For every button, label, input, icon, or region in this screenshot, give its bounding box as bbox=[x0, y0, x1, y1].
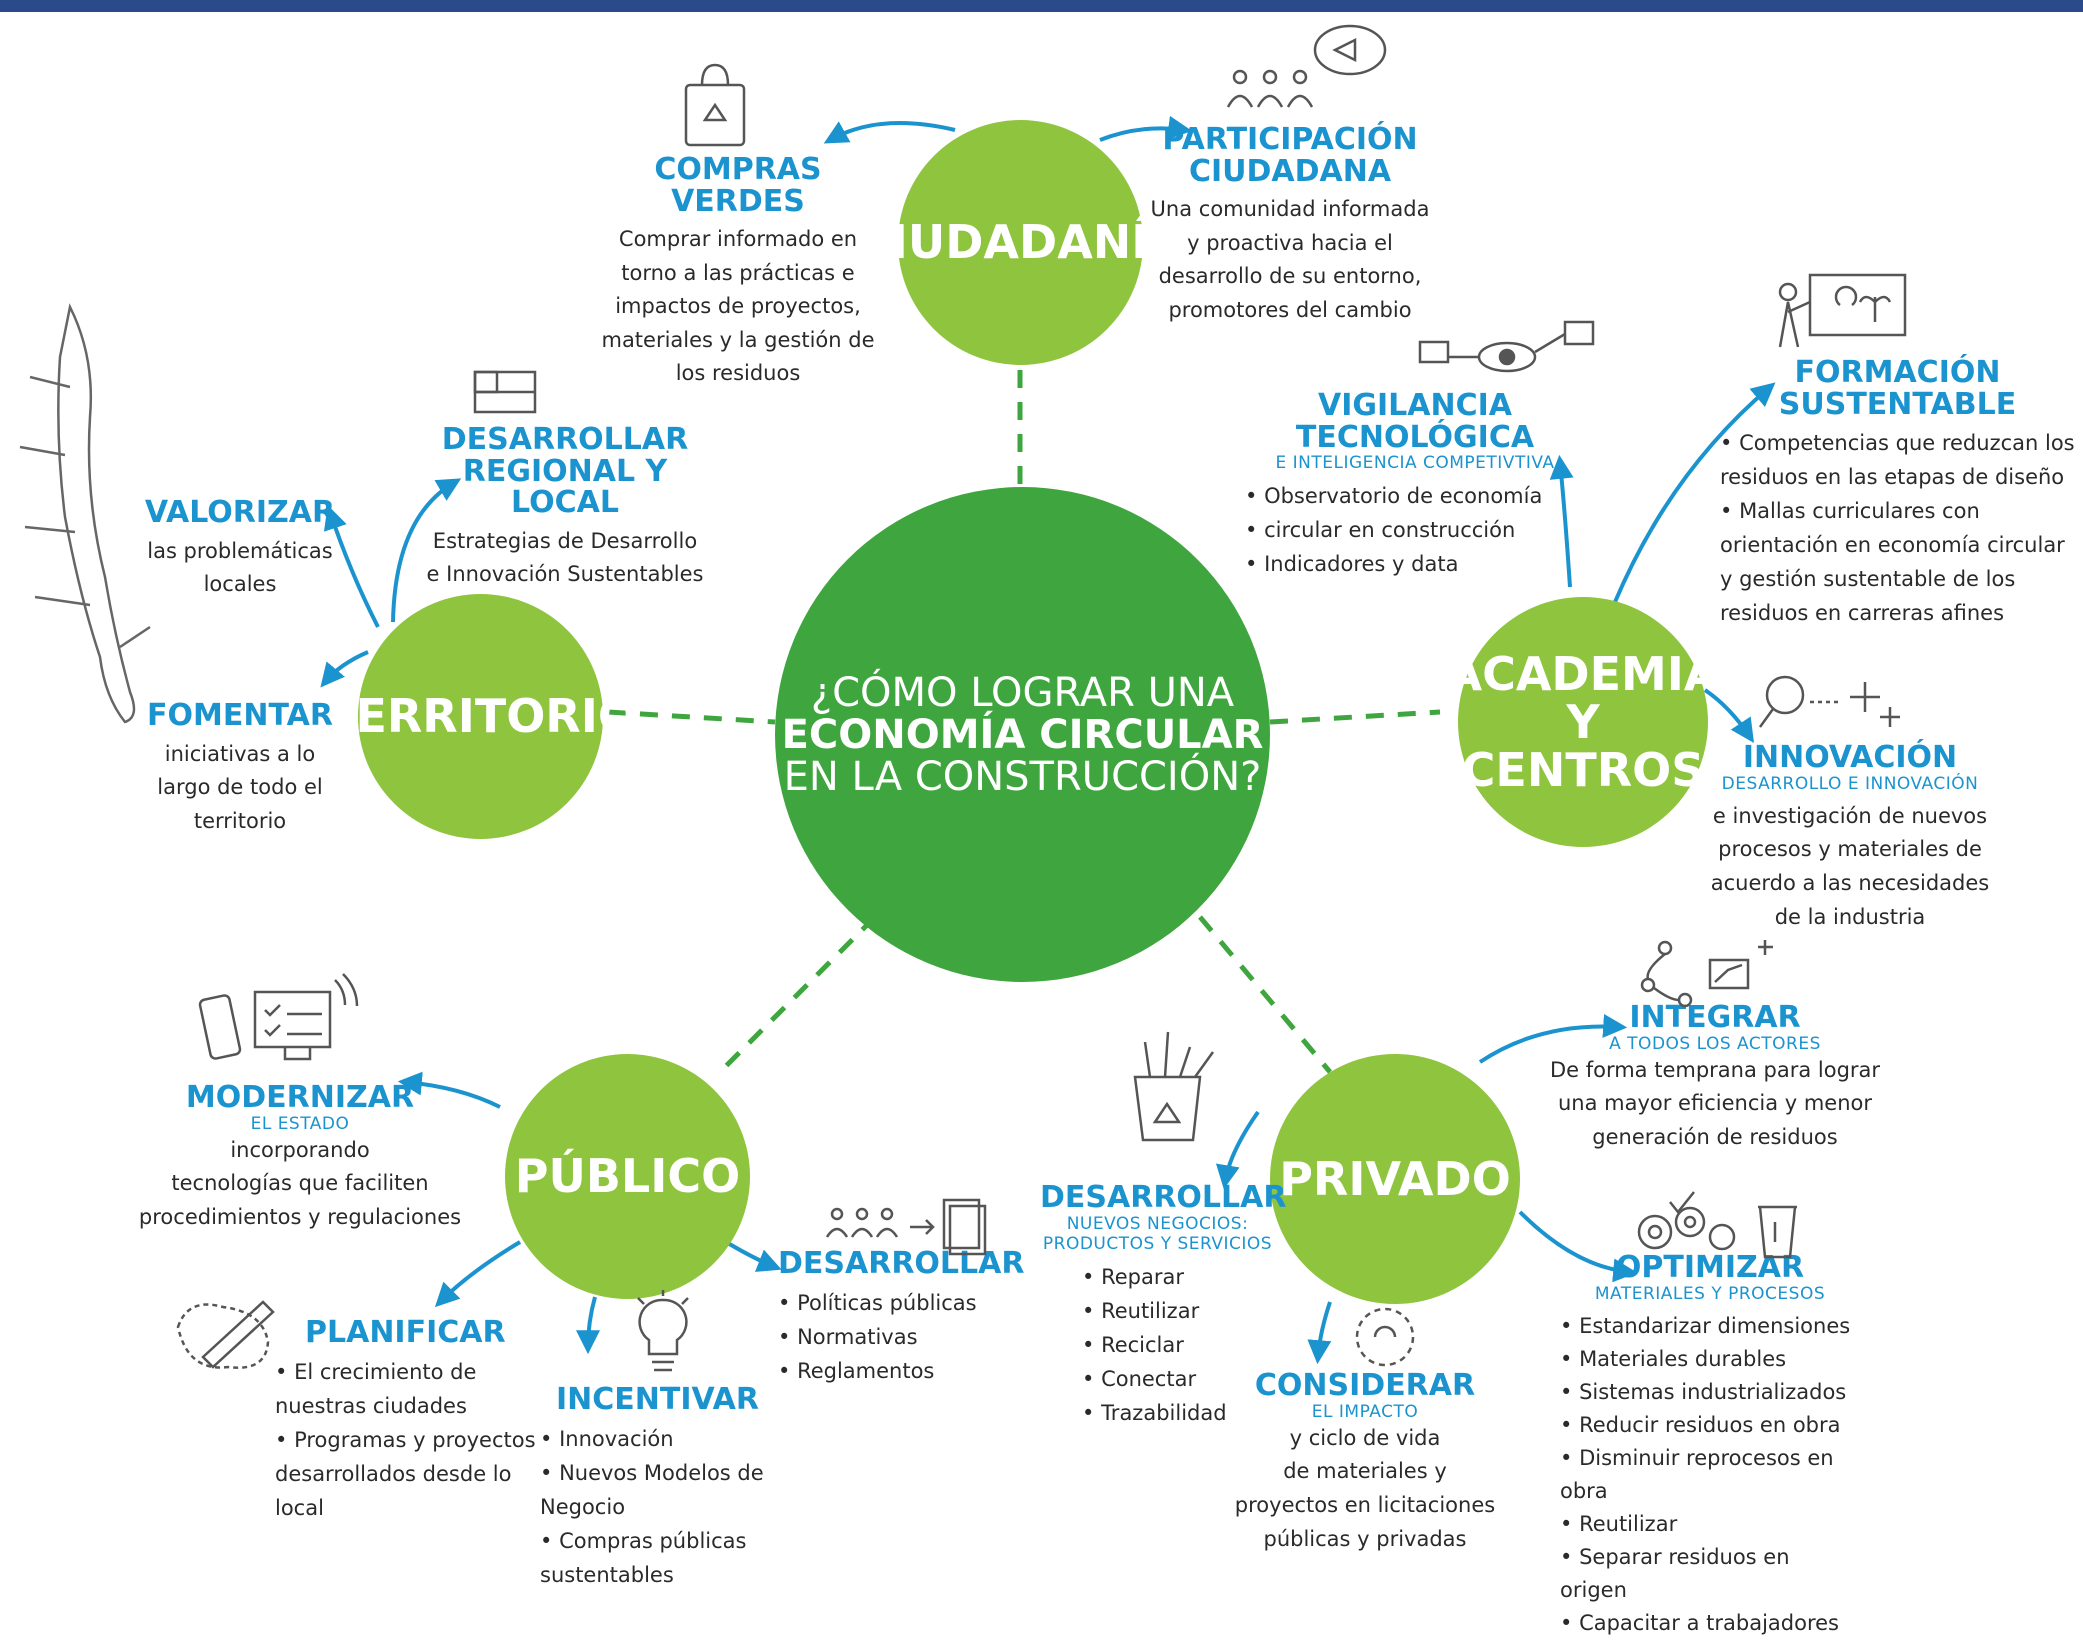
link-publico bbox=[718, 915, 877, 1074]
arrow-considerar bbox=[1307, 1301, 1332, 1365]
link-territorio bbox=[607, 709, 776, 725]
diagram-stage: ¿CÓMO LOGRAR UNA ECONOMÍA CIRCULAR EN LA… bbox=[0, 12, 2083, 1635]
lightbulb-icon bbox=[628, 1290, 698, 1385]
teacher-board-icon bbox=[1770, 267, 1910, 352]
compras-verdes-text: Comprar informado en torno a las práctic… bbox=[601, 227, 875, 386]
fomentar-block: FOMENTAR iniciativas a lo largo de todo … bbox=[147, 698, 333, 833]
vigilancia-block: VIGILANCIA TECNOLÓGICA E INTELIGENCIA CO… bbox=[1245, 390, 1585, 581]
arrow-negocios bbox=[1215, 1110, 1260, 1190]
center-question: ¿CÓMO LOGRAR UNA ECONOMÍA CIRCULAR EN LA… bbox=[775, 487, 1270, 982]
people-documents-icon bbox=[822, 1192, 987, 1257]
link-academia bbox=[1269, 709, 1441, 725]
formacion-block: FORMACIÓN SUSTENTABLE Competencias que r… bbox=[1720, 357, 2075, 630]
hub-academia: ACADEMIA Y CENTROS bbox=[1446, 597, 1720, 847]
planificar-block: PLANIFICAR El crecimiento de nuestras ci… bbox=[275, 1317, 545, 1525]
arrow-optimizar bbox=[1518, 1210, 1638, 1283]
link-privado bbox=[1198, 915, 1332, 1074]
desarrollar-negocios-block: DESARROLLAR NUEVOS NEGOCIOS: PRODUCTOS Y… bbox=[1040, 1182, 1286, 1430]
valorizar-block: VALORIZAR las problemáticas locales bbox=[144, 495, 336, 597]
map-pencil-icon bbox=[168, 1287, 288, 1382]
recycle-bin-tools-icon bbox=[1105, 1022, 1230, 1147]
optimizar-block: OPTIMIZAR MATERIALES Y PROCESOS Estandar… bbox=[1560, 1252, 1860, 1640]
arrow-participacion bbox=[1099, 115, 1193, 142]
arrow-formacion bbox=[1613, 382, 1776, 603]
compras-verdes-block: COMPRAS VERDES Comprar informado en torn… bbox=[588, 154, 888, 391]
arrow-regional bbox=[391, 478, 462, 623]
arrow-modernizar bbox=[397, 1071, 501, 1109]
hub-publico: PÚBLICO bbox=[505, 1054, 750, 1299]
eye-network-icon bbox=[1415, 312, 1600, 402]
desarrollar-publico-block: DESARROLLAR Políticas públicas Normativa… bbox=[778, 1248, 1024, 1388]
chile-flag-icon bbox=[465, 357, 545, 422]
cycle-icon bbox=[1345, 1297, 1425, 1377]
hub-territorio: TERRITORIO bbox=[324, 594, 637, 839]
arrow-valorizar bbox=[323, 505, 380, 628]
innovacion-block: INNOVACIÓN DESARROLLO E INNOVACIÓN e inv… bbox=[1710, 740, 1990, 929]
network-chart-icon bbox=[1640, 930, 1780, 1015]
top-bar bbox=[0, 0, 2083, 12]
arrow-fomentar bbox=[320, 650, 369, 688]
integrar-block: INTEGRAR A TODOS LOS ACTORES De forma te… bbox=[1549, 1000, 1881, 1150]
hub-ciudadania: CIUDADANÍA bbox=[857, 120, 1184, 365]
compras-verdes-title: COMPRAS VERDES bbox=[654, 152, 822, 219]
arrow-innovacion bbox=[1703, 688, 1754, 743]
arrow-compras bbox=[823, 120, 956, 144]
participacion-block: PARTICIPACIÓN CIUDADANA Una comunidad in… bbox=[1150, 122, 1430, 322]
gears-bin-icon bbox=[1630, 1187, 1805, 1267]
arrow-integrar bbox=[1478, 1013, 1628, 1064]
arrow-planificar bbox=[434, 1240, 522, 1308]
arrow-incentivar bbox=[576, 1296, 601, 1355]
considerar-block: CONSIDERAR EL IMPACTO y ciclo de vida de… bbox=[1234, 1368, 1496, 1551]
magnifier-sparkle-icon bbox=[1755, 667, 1905, 742]
recycle-bag-icon bbox=[680, 60, 750, 150]
desarrollar-regional-block: DESARROLLAR REGIONAL Y LOCAL Estrategias… bbox=[426, 422, 704, 587]
hub-privado: PRIVADO bbox=[1270, 1054, 1520, 1304]
modernizar-block: MODERNIZAR EL ESTADO incorporando tecnol… bbox=[138, 1080, 462, 1230]
phone-monitor-icon bbox=[195, 972, 360, 1072]
incentivar-block: INCENTIVAR Innovación Nuevos Modelos de … bbox=[540, 1384, 775, 1592]
people-megaphone-icon bbox=[1220, 22, 1390, 117]
chile-map-icon bbox=[10, 297, 170, 727]
